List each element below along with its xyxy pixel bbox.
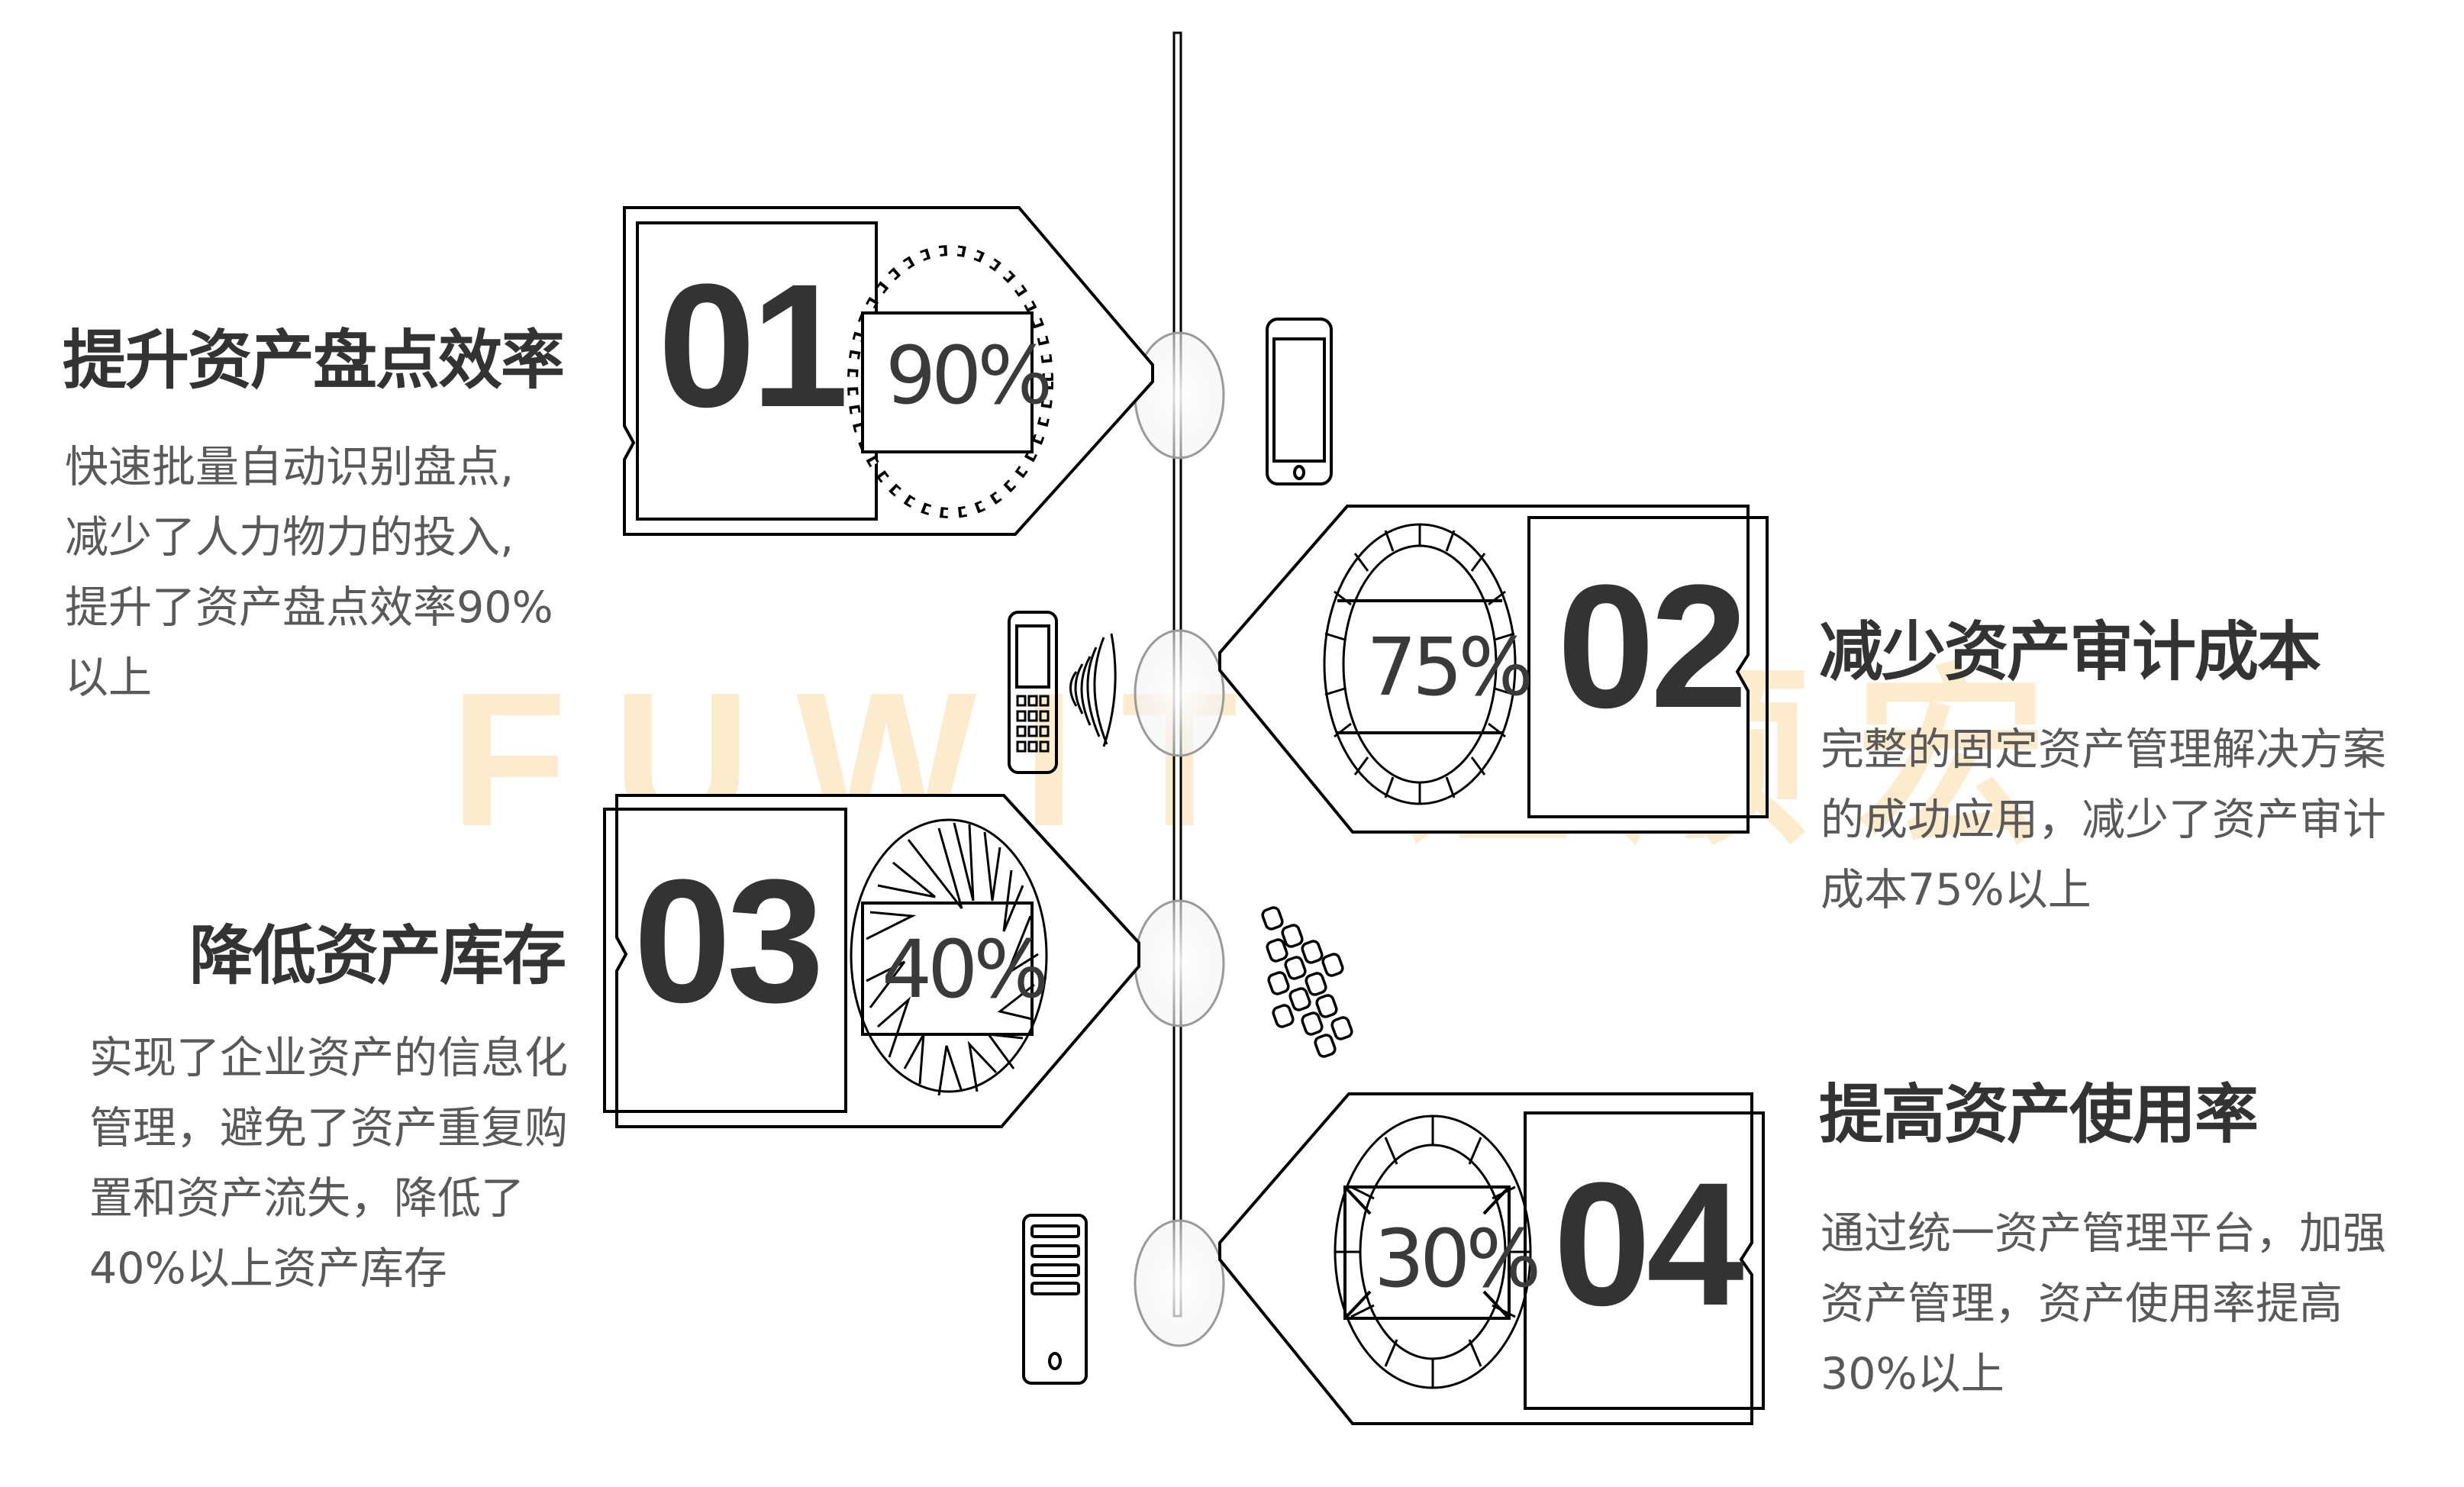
item-02-title: 减少资产审计成本	[1819, 614, 2321, 689]
card-04-number: 04	[1553, 1146, 1744, 1342]
timeline-node-1	[1134, 331, 1225, 460]
timeline-node-3	[1134, 899, 1225, 1027]
item-03-line: 置和资产流失，降低了	[89, 1173, 524, 1224]
card-02-percent: 75%	[1366, 621, 1534, 714]
card-04-percent: 30%	[1374, 1212, 1541, 1305]
card-01-number: 01	[658, 247, 849, 444]
item-02-line: 完整的固定资产管理解决方案	[1821, 724, 2386, 775]
item-03-line: 实现了企业资产的信息化	[89, 1033, 568, 1083]
card-02	[1218, 505, 1769, 834]
item-02-description: 完整的固定资产管理解决方案 的成功应用，减少了资产审计 成本75%以上	[1821, 714, 2386, 925]
wireless-signal-icon	[1069, 633, 1117, 747]
item-04-title: 提高资产使用率	[1819, 1077, 2259, 1152]
ring-segments-icon	[1323, 523, 1517, 805]
card-03-number: 03	[634, 843, 824, 1039]
ring-blades-icon	[850, 818, 1048, 1096]
item-01-line: 提升了资产盘点效率90%	[65, 582, 553, 633]
item-03-line: 管理，避免了资产重复购	[89, 1103, 568, 1153]
card-03	[603, 794, 1140, 1128]
item-01-line: 快速批量自动识别盘点,	[65, 442, 514, 492]
timeline-node-2	[1134, 629, 1225, 757]
card-02-number: 02	[1557, 548, 1748, 744]
item-03-line: 40%以上资产库存	[89, 1243, 447, 1294]
handheld-scanner-icon	[1008, 611, 1117, 774]
card-04	[1218, 1092, 1765, 1425]
ring-dashes-icon	[847, 245, 1053, 518]
server-tower-icon	[1022, 1214, 1088, 1385]
item-01-title: 提升资产盘点效率	[63, 323, 565, 398]
item-01-line: 减少了人力物力的投入,	[65, 512, 514, 563]
item-02-line: 成本75%以上	[1821, 865, 2091, 915]
card-01-percent: 90%	[885, 329, 1053, 422]
item-03-description: 实现了企业资产的信息化 管理，避免了资产重复购 置和资产流失，降低了 40%以上…	[89, 1023, 568, 1304]
item-04-line: 资产管理，资产使用率提高	[1821, 1279, 2343, 1329]
item-04-line: 通过统一资产管理平台，加强	[1821, 1208, 2386, 1259]
item-01-line: 以上	[65, 653, 152, 703]
card-03-percent: 40%	[882, 923, 1049, 1016]
timeline-node-4	[1134, 1219, 1225, 1347]
item-01-description: 快速批量自动识别盘点, 减少了人力物力的投入, 提升了资产盘点效率90% 以上	[65, 432, 553, 713]
rfid-tags-icon	[1261, 906, 1353, 1058]
item-02-line: 的成功应用，减少了资产审计	[1821, 795, 2386, 845]
smartphone-icon	[1266, 318, 1333, 485]
item-04-description: 通过统一资产管理平台，加强 资产管理，资产使用率提高 30%以上	[1821, 1198, 2386, 1409]
item-03-title: 降低资产库存	[189, 918, 566, 993]
card-01	[623, 206, 1154, 536]
item-04-line: 30%以上	[1821, 1349, 2004, 1399]
